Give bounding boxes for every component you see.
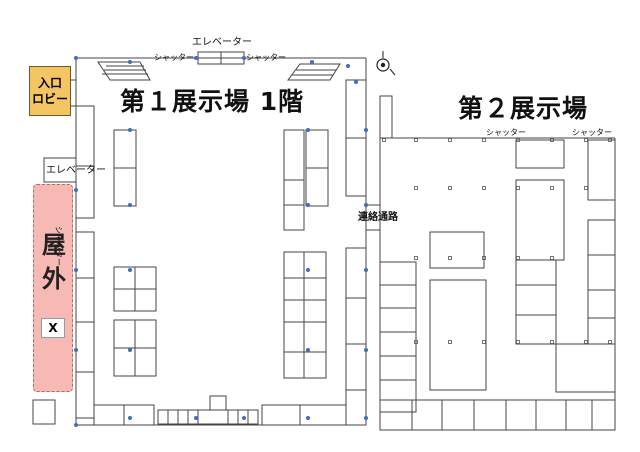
shutter-hall2-left-label: シャッター (486, 128, 526, 137)
column-square (516, 138, 520, 142)
column-square (608, 340, 612, 344)
shutter-top-right-label: シャッター (246, 53, 286, 62)
column-dot (306, 128, 310, 132)
column-square (414, 340, 418, 344)
column-square (584, 186, 588, 190)
column-square (414, 256, 418, 260)
entrance-lobby: 入口 ロビー (29, 66, 71, 116)
hall2-title: 第２展示場 (458, 94, 589, 123)
column-dot (242, 56, 246, 60)
column-square (584, 138, 588, 142)
column-dot (74, 188, 78, 192)
column-dot (74, 348, 78, 352)
column-square (414, 138, 418, 142)
column-dot (194, 416, 198, 420)
column-dot (74, 268, 78, 272)
column-square (550, 340, 554, 344)
outdoor-area: 屋外 X (33, 184, 73, 392)
column-square (382, 138, 386, 142)
column-dot (128, 268, 132, 272)
column-square (584, 340, 588, 344)
column-square (516, 340, 520, 344)
column-square (550, 256, 554, 260)
column-dot (346, 64, 350, 68)
corridor-label: 連絡通路 (358, 212, 398, 223)
column-dots (74, 56, 368, 427)
column-dot (306, 268, 310, 272)
column-dot (364, 268, 368, 272)
corridor (366, 204, 380, 231)
column-dot (354, 80, 358, 84)
hall2-columns (382, 138, 612, 344)
shutter-top-left-label: シャッター (154, 53, 194, 62)
column-square (550, 138, 554, 142)
column-square (482, 256, 486, 260)
north-arrow-icon (376, 51, 396, 76)
column-dot (194, 56, 198, 60)
column-square (516, 186, 520, 190)
column-dot (310, 60, 314, 64)
column-square (482, 138, 486, 142)
column-dot (128, 128, 132, 132)
hall1-walls (32, 51, 367, 426)
column-dot (128, 60, 132, 64)
elevator-top-label: エレベーター (192, 37, 252, 48)
column-dot (74, 56, 78, 60)
column-dot (364, 203, 368, 207)
column-dot (74, 423, 78, 427)
column-dot (364, 348, 368, 352)
column-square (482, 186, 486, 190)
column-dot (128, 348, 132, 352)
column-dot (306, 416, 310, 420)
hall1-title: 第１展示場 1階 (120, 87, 305, 116)
column-dot (306, 203, 310, 207)
column-dot (364, 128, 368, 132)
column-square (516, 256, 520, 260)
hall2-walls (379, 95, 616, 431)
column-square (448, 340, 452, 344)
column-square (448, 256, 452, 260)
column-square (550, 186, 554, 190)
column-square (414, 186, 418, 190)
column-dot (242, 416, 246, 420)
column-square (482, 340, 486, 344)
outdoor-label: 屋外 (42, 231, 66, 293)
column-square (448, 138, 452, 142)
shutter-side-label: シャッター (54, 226, 63, 266)
column-square (608, 138, 612, 142)
outdoor-x-mark: X (41, 318, 65, 338)
column-dot (128, 416, 132, 420)
column-square (448, 186, 452, 190)
entrance-label: 入口 (37, 75, 62, 90)
column-dot (364, 416, 368, 420)
shutter-hall2-right-label: シャッター (572, 128, 612, 137)
column-dot (128, 203, 132, 207)
column-dot (306, 348, 310, 352)
lobby-label: ロビー (31, 92, 68, 106)
elevator-left-label: エレベーター (46, 165, 106, 176)
